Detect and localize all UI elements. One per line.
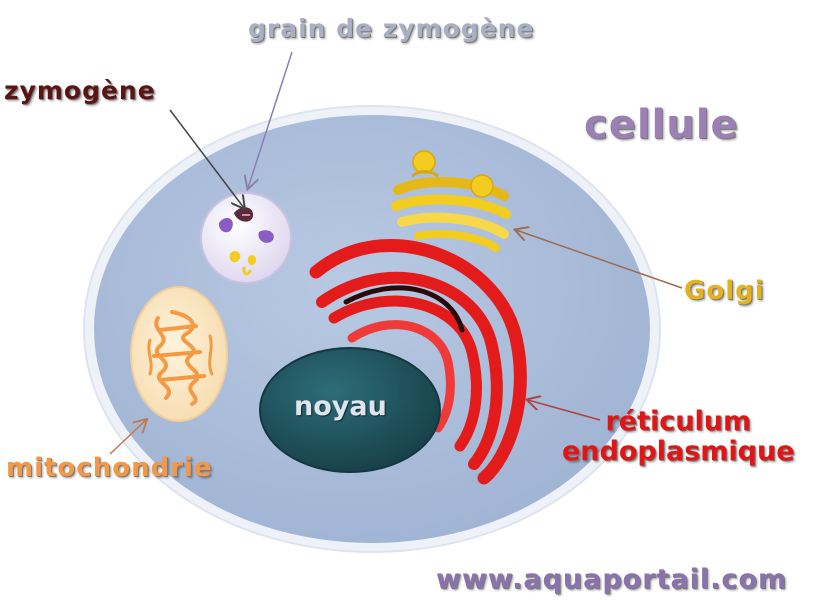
endoplasmic-reticulum bbox=[309, 239, 527, 485]
nucleus bbox=[259, 347, 441, 473]
zymogene-arrow bbox=[169, 109, 244, 208]
golgi-arrow bbox=[516, 230, 683, 289]
watermark-url: www.aquaportail.com bbox=[436, 564, 788, 595]
mitochondria-arrow bbox=[109, 420, 146, 455]
reticulum-arrow bbox=[528, 400, 601, 421]
label-reticulum-line2: endoplasmique bbox=[562, 436, 795, 467]
label-zymogene: zymogène bbox=[4, 76, 156, 105]
label-grain-de-zymogene: grain de zymogène bbox=[248, 14, 535, 43]
label-noyau: noyau bbox=[294, 391, 387, 422]
mitochondria bbox=[130, 286, 228, 422]
zymogen-vesicle bbox=[200, 192, 292, 284]
label-golgi: Golgi bbox=[684, 276, 765, 306]
label-cellule: cellule bbox=[584, 102, 739, 148]
golgi-apparatus bbox=[391, 150, 511, 252]
label-reticulum-line1: réticulum bbox=[605, 406, 752, 437]
grain-arrow bbox=[248, 51, 293, 188]
label-reticulum: réticulum endoplasmique bbox=[562, 407, 795, 467]
label-mitochondrie: mitochondrie bbox=[6, 453, 213, 483]
